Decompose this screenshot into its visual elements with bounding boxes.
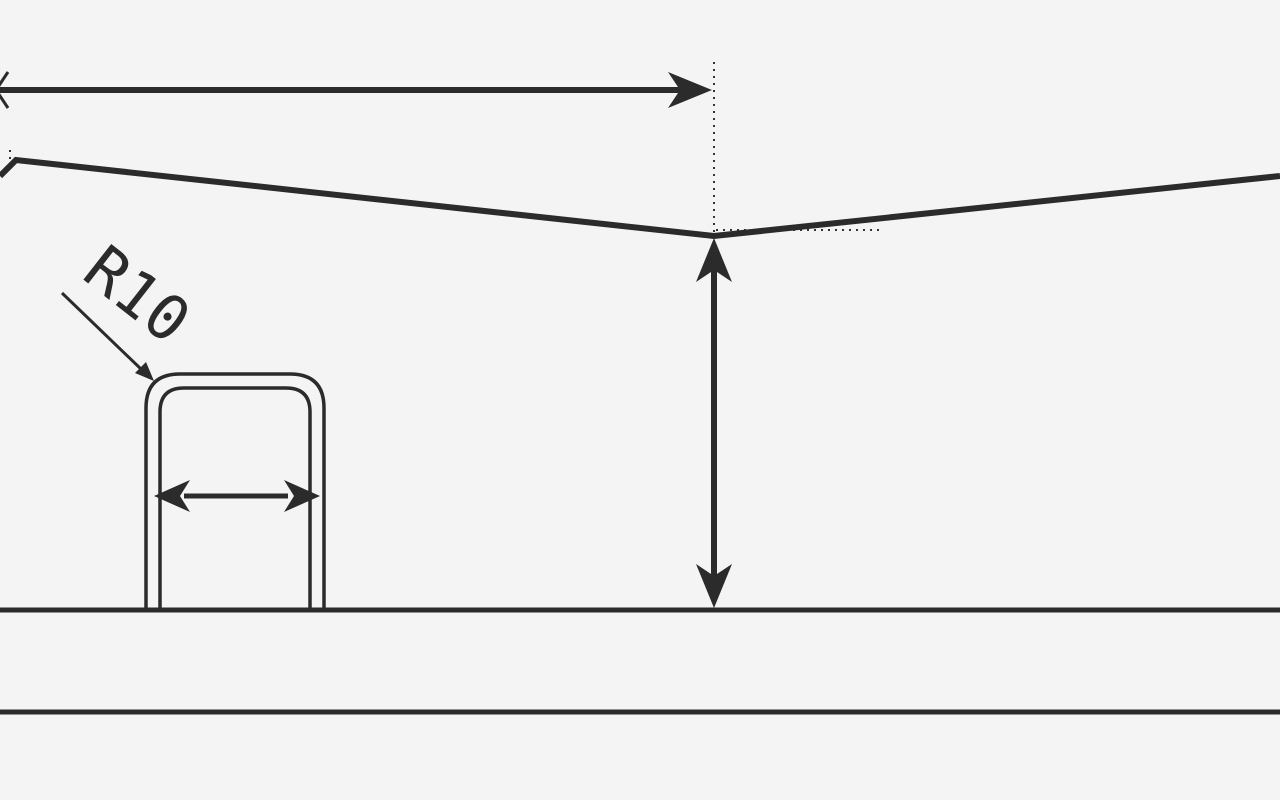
arch-width-dimension	[154, 480, 320, 512]
top-horizontal-dimension	[0, 71, 712, 109]
height-dimension-arrowhead-bottom	[696, 564, 732, 608]
radius-leader-line	[60, 291, 144, 372]
vertical-height-dimension	[696, 238, 732, 608]
arch-width-arrowhead-right	[284, 480, 320, 512]
roof-profile-outline	[0, 156, 1280, 240]
top-dimension-arrowhead-left	[0, 71, 10, 109]
radius-leader	[60, 291, 154, 381]
height-dimension-arrowhead-top	[696, 238, 732, 282]
radius-leader-arrowhead	[135, 362, 154, 381]
arch-outer-outline	[144, 372, 326, 608]
arch-inner-outline	[158, 386, 312, 608]
radius-label: R10	[71, 231, 204, 357]
top-dimension-arrowhead-right	[668, 72, 712, 108]
arch-width-arrowhead-left	[154, 480, 190, 512]
